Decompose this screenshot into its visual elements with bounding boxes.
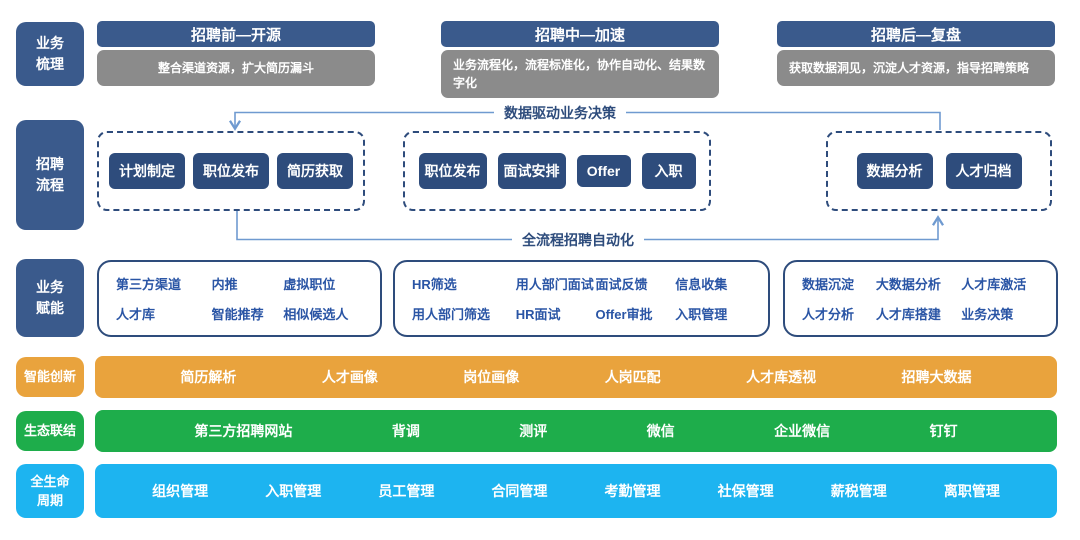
flow-step: Offer xyxy=(576,155,631,187)
phase-title: 招聘中—加速 xyxy=(441,21,719,47)
bar-item: 合同管理 xyxy=(491,483,548,499)
enable-group-pre: 第三方渠道 内推 虚拟职位 人才库 智能推荐 相似候选人 xyxy=(97,260,382,337)
enable-item: 人才库激活 xyxy=(961,277,1027,292)
enable-item: 用人部门面试 xyxy=(515,277,594,292)
bar-item: 离职管理 xyxy=(943,483,1000,499)
enable-group-post: 数据沉淀 大数据分析 人才库激活 人才分析 人才库搭建 业务决策 xyxy=(783,260,1058,337)
bar-item: 考勤管理 xyxy=(604,483,661,499)
enable-item: 相似候选人 xyxy=(283,307,349,322)
phase-desc: 整合渠道资源，扩大简历漏斗 xyxy=(97,50,375,86)
bar-item: 人才画像 xyxy=(321,369,378,385)
phase-desc: 获取数据洞见，沉淀人才资源，指导招聘策略 xyxy=(777,50,1055,86)
flow-group-mid: 职位发布 面试安排 Offer 入职 xyxy=(403,131,711,211)
enable-item: 信息收集 xyxy=(675,277,728,292)
enable-item: 入职管理 xyxy=(675,307,728,322)
enable-item: 业务决策 xyxy=(961,307,1014,322)
enable-item: HR筛选 xyxy=(412,277,457,292)
bar-item: 背调 xyxy=(391,423,420,439)
side-label-smart-innovation: 智能创新 xyxy=(16,357,84,397)
enable-item: 大数据分析 xyxy=(875,277,941,292)
enable-item: 面试反馈 xyxy=(595,277,648,292)
phase-desc: 业务流程化，流程标准化，协作自动化、结果数字化 xyxy=(441,50,719,98)
bar-item: 招聘大数据 xyxy=(901,369,972,385)
smart-innovation-bar: 简历解析 人才画像 岗位画像 人岗匹配 人才库透视 招聘大数据 xyxy=(95,356,1057,398)
side-label-business-sorting: 业务 梳理 xyxy=(16,22,84,86)
side-label-full-lifecycle: 全生命 周期 xyxy=(16,464,84,518)
phase-title: 招聘后—复盘 xyxy=(777,21,1055,47)
bar-item: 第三方招聘网站 xyxy=(194,423,293,439)
enable-item: 内推 xyxy=(211,277,238,292)
flow-step: 简历获取 xyxy=(277,153,353,189)
flow-step: 人才归档 xyxy=(945,153,1022,189)
bar-item: 员工管理 xyxy=(378,483,435,499)
bar-item: 薪税管理 xyxy=(830,483,887,499)
enable-item: 数据沉淀 xyxy=(802,277,855,292)
phase-card-pre-recruit: 招聘前—开源 整合渠道资源，扩大简历漏斗 xyxy=(97,21,375,86)
bar-item: 简历解析 xyxy=(180,369,237,385)
phase-title: 招聘前—开源 xyxy=(97,21,375,47)
enable-item: 智能推荐 xyxy=(211,307,264,322)
flow-step: 计划制定 xyxy=(109,153,185,189)
bar-item: 钉钉 xyxy=(929,423,958,439)
flow-step: 入职 xyxy=(641,153,696,189)
enable-item: HR面试 xyxy=(515,307,561,322)
enable-item: 人才库搭建 xyxy=(875,307,941,322)
bottom-connector-label: 全流程招聘自动化 xyxy=(512,231,644,249)
flow-step: 职位发布 xyxy=(418,153,487,189)
enable-item: 用人部门筛选 xyxy=(412,307,491,322)
phase-card-post-recruit: 招聘后—复盘 获取数据洞见，沉淀人才资源，指导招聘策略 xyxy=(777,21,1055,86)
side-label-eco-link: 生态联结 xyxy=(16,411,84,451)
flow-group-pre: 计划制定 职位发布 简历获取 xyxy=(97,131,365,211)
eco-link-bar: 第三方招聘网站 背调 测评 微信 企业微信 钉钉 xyxy=(95,410,1057,452)
bar-item: 企业微信 xyxy=(774,423,831,439)
bar-item: 岗位画像 xyxy=(463,369,520,385)
enable-group-mid: HR筛选 用人部门面试 面试反馈 信息收集 用人部门筛选 HR面试 Offer审… xyxy=(393,260,770,337)
enable-item: 虚拟职位 xyxy=(283,277,336,292)
bar-item: 组织管理 xyxy=(152,483,209,499)
enable-item: 第三方渠道 xyxy=(116,277,182,292)
flow-step: 职位发布 xyxy=(193,153,269,189)
flow-group-post: 数据分析 人才归档 xyxy=(826,131,1052,211)
top-connector-label: 数据驱动业务决策 xyxy=(494,104,626,122)
bar-item: 微信 xyxy=(646,423,675,439)
flow-step: 面试安排 xyxy=(497,153,566,189)
enable-item: 人才库 xyxy=(116,307,156,322)
bar-item: 入职管理 xyxy=(265,483,322,499)
side-label-business-enable: 业务 赋能 xyxy=(16,259,84,337)
bar-item: 社保管理 xyxy=(717,483,774,499)
bar-item: 人才库透视 xyxy=(746,369,817,385)
enable-item: 人才分析 xyxy=(802,307,855,322)
enable-item: Offer审批 xyxy=(595,307,653,322)
side-label-recruit-process: 招聘 流程 xyxy=(16,120,84,230)
bar-item: 人岗匹配 xyxy=(604,369,661,385)
lifecycle-bar: 组织管理 入职管理 员工管理 合同管理 考勤管理 社保管理 薪税管理 离职管理 xyxy=(95,464,1057,518)
flow-step: 数据分析 xyxy=(856,153,933,189)
phase-card-mid-recruit: 招聘中—加速 业务流程化，流程标准化，协作自动化、结果数字化 xyxy=(441,21,719,98)
bar-item: 测评 xyxy=(519,423,548,439)
